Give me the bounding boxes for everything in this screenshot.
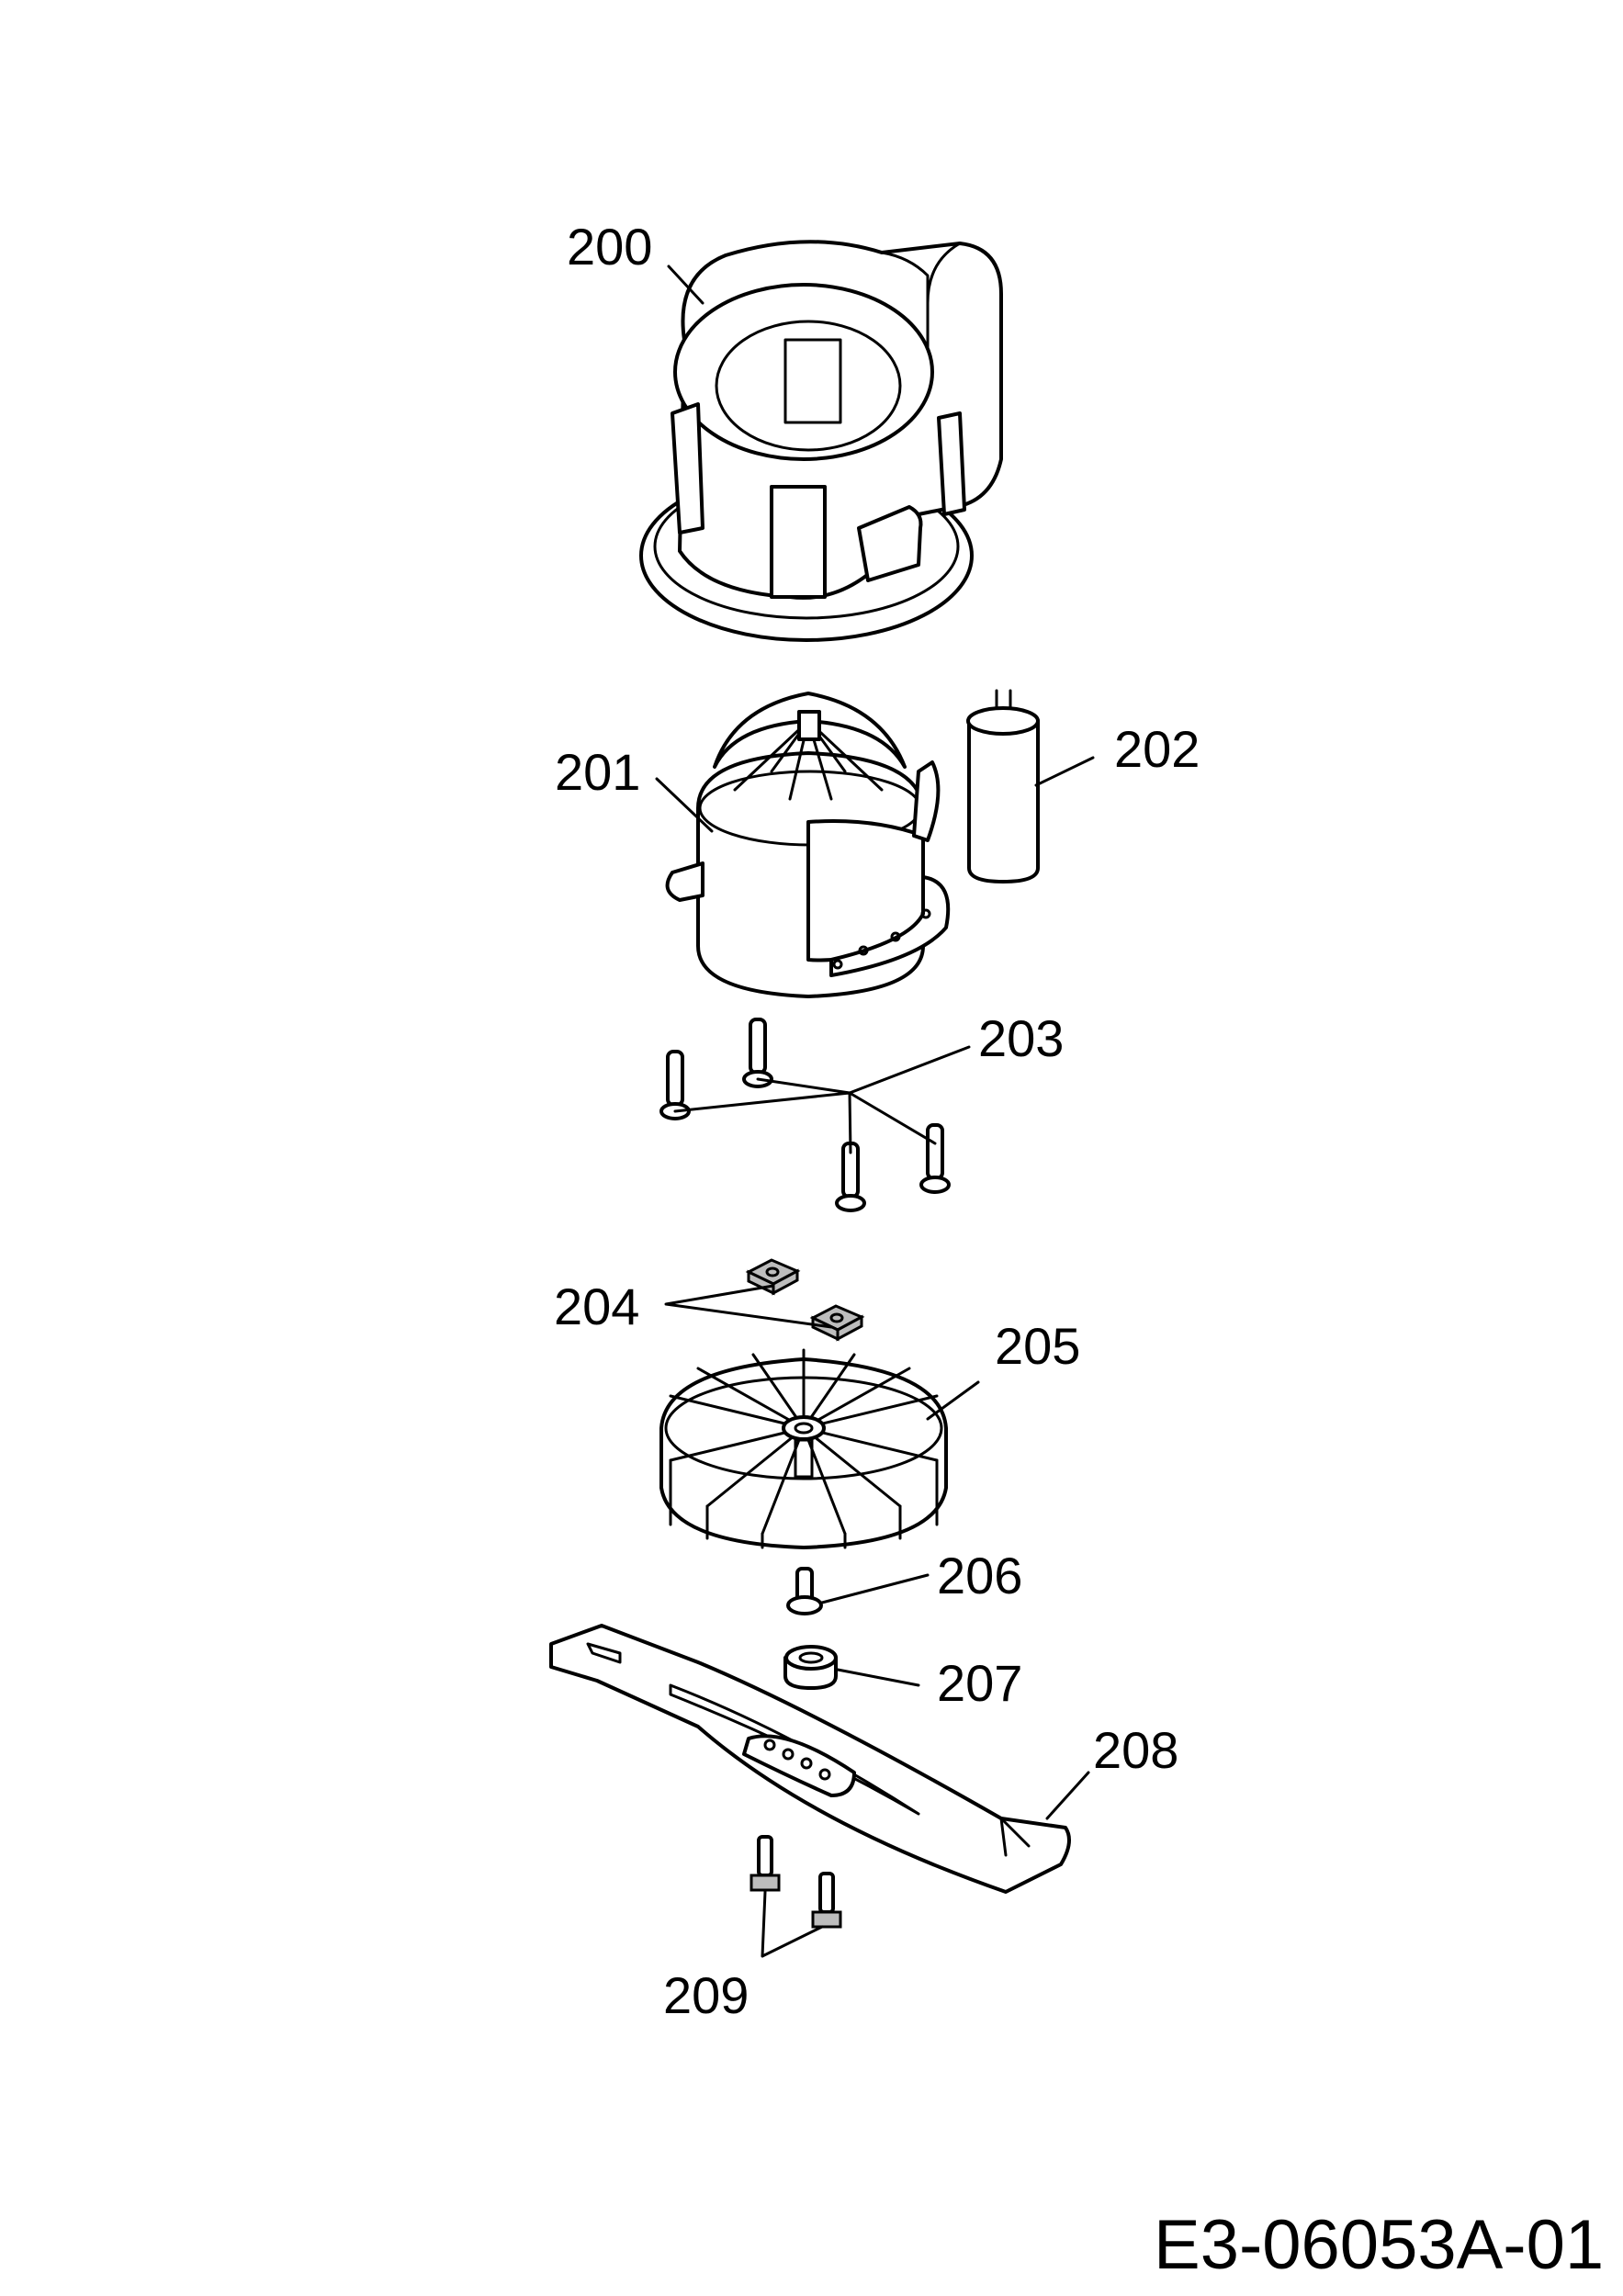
motor-screws <box>659 1018 951 1212</box>
leader-lines <box>655 264 1095 1958</box>
spacer-ring <box>783 1645 838 1690</box>
callout-204: 204 <box>554 1277 639 1335</box>
capacitor <box>966 689 1040 884</box>
document-id: E3-06053A-01 <box>1154 2206 1604 2284</box>
blade-bolt <box>786 1567 823 1615</box>
motor-housing <box>639 240 1003 642</box>
electric-motor <box>665 692 951 998</box>
callout-207: 207 <box>937 1654 1022 1712</box>
blade-screws <box>750 1835 842 1929</box>
callout-202: 202 <box>1114 720 1200 778</box>
callout-201: 201 <box>555 743 640 801</box>
fan-wheel <box>659 1348 948 1549</box>
callout-208: 208 <box>1093 1721 1178 1779</box>
callout-200: 200 <box>567 218 652 276</box>
callout-203: 203 <box>978 1009 1064 1067</box>
square-nuts <box>745 1258 865 1342</box>
callout-209: 209 <box>663 1966 749 2024</box>
cutting-blade <box>549 1624 1071 1894</box>
callout-206: 206 <box>937 1547 1022 1604</box>
callout-205: 205 <box>995 1317 1080 1375</box>
